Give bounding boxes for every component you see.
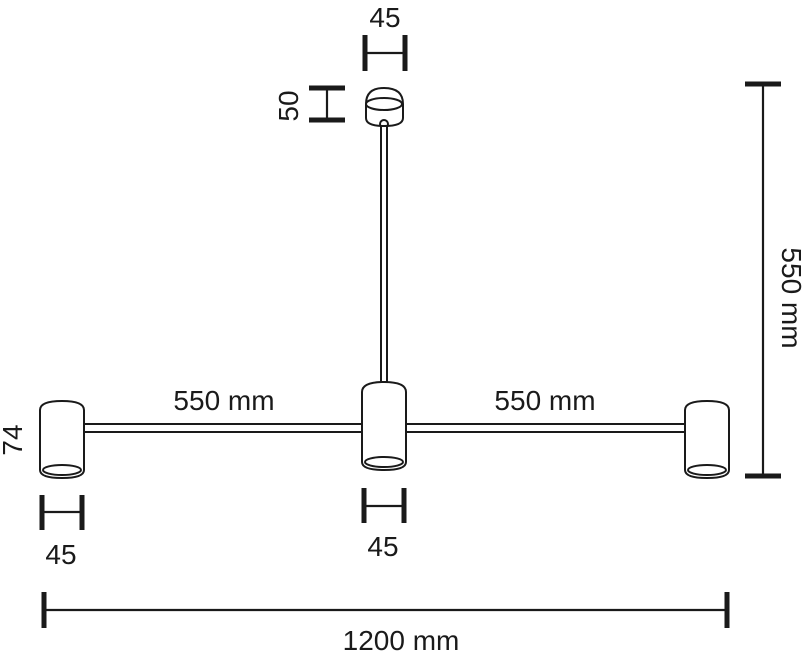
right-arm: [404, 423, 688, 433]
right-arm-length-label: 550 mm: [494, 385, 595, 416]
suspension-rod: [380, 125, 388, 383]
right-shade: [684, 399, 730, 480]
total-width-label: 1200 mm: [343, 625, 460, 656]
left-shade-width-label: 45: [45, 539, 76, 570]
center-shade-width-label: 45: [367, 531, 398, 562]
total-width-dimension: 1200 mm: [41, 592, 730, 656]
left-shade-width-dimension: 45: [39, 495, 85, 570]
ceiling-canopy: [365, 86, 404, 129]
canopy-height-dimension: 50: [273, 85, 345, 123]
canopy-height-label: 50: [273, 90, 304, 121]
total-height-label: 550 mm: [776, 247, 807, 348]
center-shade-width-dimension: 45: [361, 488, 407, 562]
left-shade: [39, 399, 85, 480]
left-arm: [83, 423, 365, 433]
shade-height-label: 74: [0, 424, 28, 455]
canopy-width-dimension: 45: [362, 2, 408, 71]
total-height-dimension: 550 mm: [745, 81, 807, 479]
left-arm-length-label: 550 mm: [173, 385, 274, 416]
canopy-width-label: 45: [369, 2, 400, 33]
center-shade: [361, 380, 407, 472]
